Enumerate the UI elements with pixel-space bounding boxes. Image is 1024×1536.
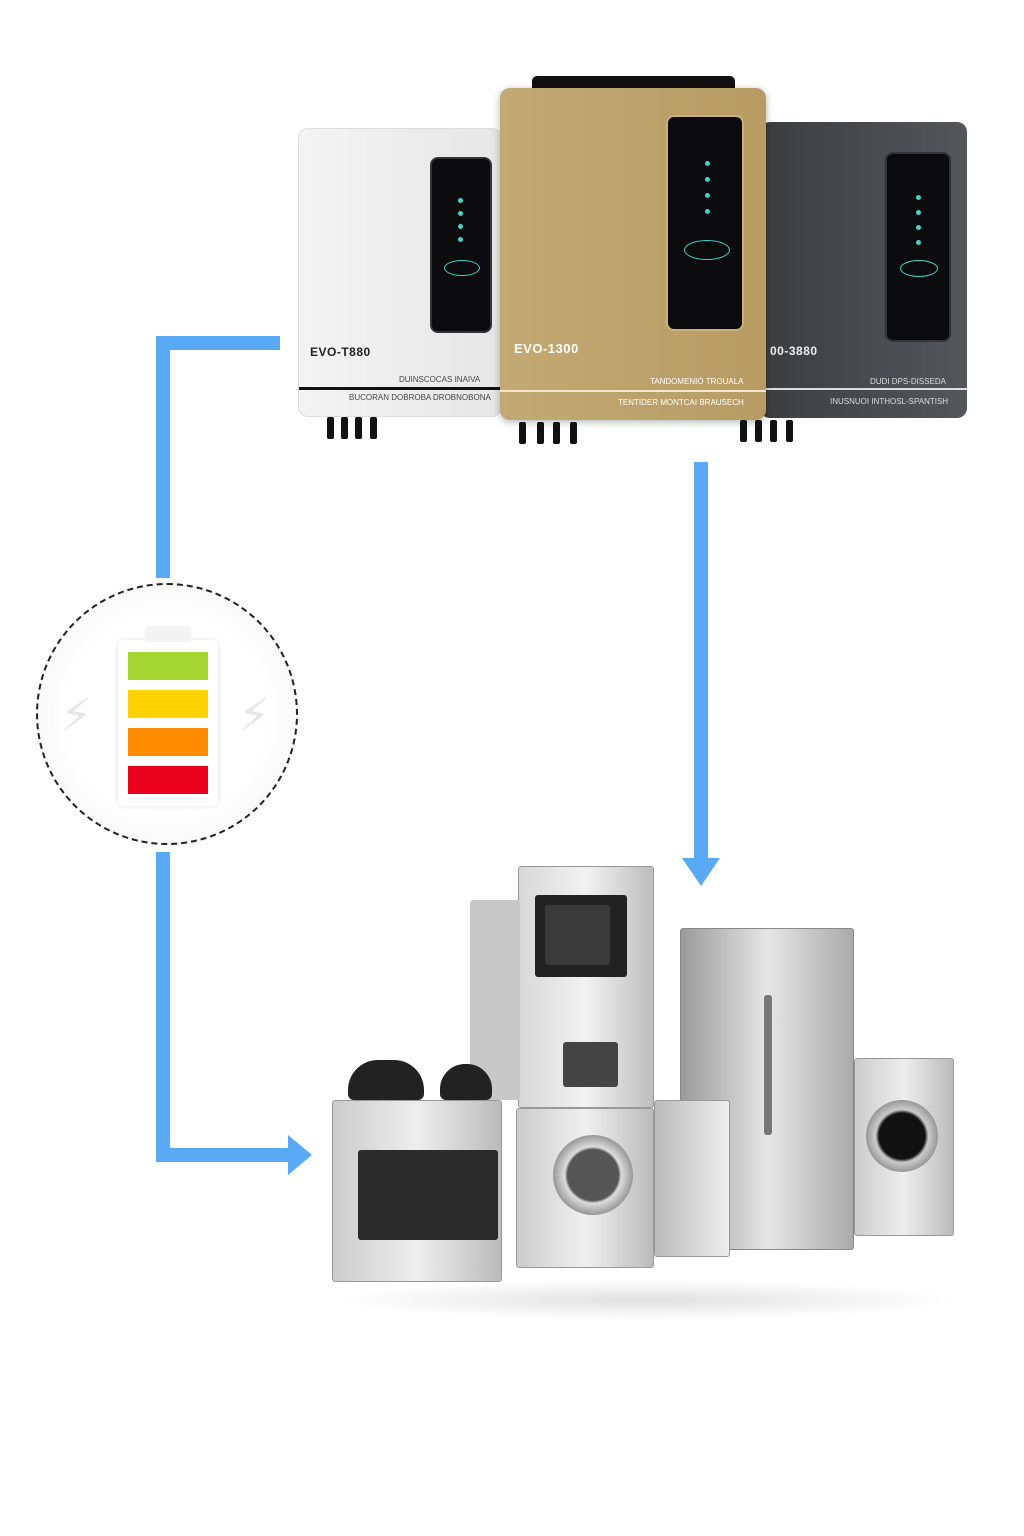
status-led — [705, 209, 710, 214]
model-label: EVO-1300 — [514, 341, 579, 356]
small-appliance — [654, 1100, 730, 1257]
display-panel — [430, 157, 492, 333]
lightning-icon: ⚡︎ — [60, 689, 93, 741]
flow-line — [156, 852, 170, 1162]
terminal — [370, 417, 377, 439]
battery-cap — [145, 626, 191, 642]
battery-level-red — [128, 766, 208, 794]
battery-level-orange — [128, 728, 208, 756]
display-ring — [900, 260, 938, 277]
terminal — [770, 420, 777, 442]
terminal — [537, 422, 544, 444]
pot — [440, 1064, 492, 1100]
terminal — [327, 417, 334, 439]
terminal — [355, 417, 362, 439]
divider — [299, 387, 501, 390]
divider — [760, 388, 967, 390]
flow-line — [156, 336, 280, 350]
display-panel — [666, 115, 744, 331]
status-led — [916, 240, 921, 245]
arrow-right-icon — [288, 1135, 312, 1175]
stove-oven-door — [358, 1150, 498, 1240]
flow-line — [156, 336, 170, 578]
microwave-glass — [545, 905, 610, 965]
terminal — [570, 422, 577, 444]
terminal — [553, 422, 560, 444]
status-led — [458, 224, 463, 229]
oven-window — [563, 1042, 618, 1087]
terminal — [519, 422, 526, 444]
spec-line: INUSNUOI INTHOSL-SPANTISH — [830, 397, 949, 406]
dryer-door — [866, 1100, 938, 1172]
display-ring — [444, 260, 480, 276]
terminal — [755, 420, 762, 442]
divider — [500, 390, 766, 392]
display-ring — [684, 240, 730, 260]
terminal — [341, 417, 348, 439]
status-led — [916, 195, 921, 200]
fridge-handle — [764, 995, 772, 1135]
status-led — [705, 177, 710, 182]
model-label: EVO-T880 — [310, 345, 371, 359]
spec-line: BUCORAN DOBROBA DROBNOBONA — [349, 393, 491, 402]
status-led — [916, 210, 921, 215]
display-panel — [885, 152, 951, 342]
status-led — [458, 198, 463, 203]
lightning-icon: ⚡︎ — [238, 689, 271, 741]
status-led — [705, 193, 710, 198]
pot — [348, 1060, 424, 1100]
status-led — [458, 211, 463, 216]
spec-line: TENTIDER MONTCAI BRAUSECH — [618, 398, 744, 407]
inverter-handle — [532, 76, 735, 90]
spec-line: DUINSCOCAS INAIVA — [399, 375, 481, 384]
terminal — [786, 420, 793, 442]
spec-line: TANDOMENIÓ TROUALA — [650, 377, 744, 386]
washer-door — [553, 1135, 633, 1215]
flow-line — [156, 1148, 292, 1162]
model-label: 00-3880 — [770, 344, 818, 358]
floor-shadow — [330, 1280, 960, 1320]
flow-line — [694, 462, 708, 862]
status-led — [916, 225, 921, 230]
terminal — [740, 420, 747, 442]
spec-line: DUDI DPS-DISSEDA — [870, 377, 947, 386]
status-led — [458, 237, 463, 242]
arrow-down-icon — [682, 858, 720, 886]
status-led — [705, 161, 710, 166]
battery-level-yellow — [128, 690, 208, 718]
battery-level-green — [128, 652, 208, 680]
